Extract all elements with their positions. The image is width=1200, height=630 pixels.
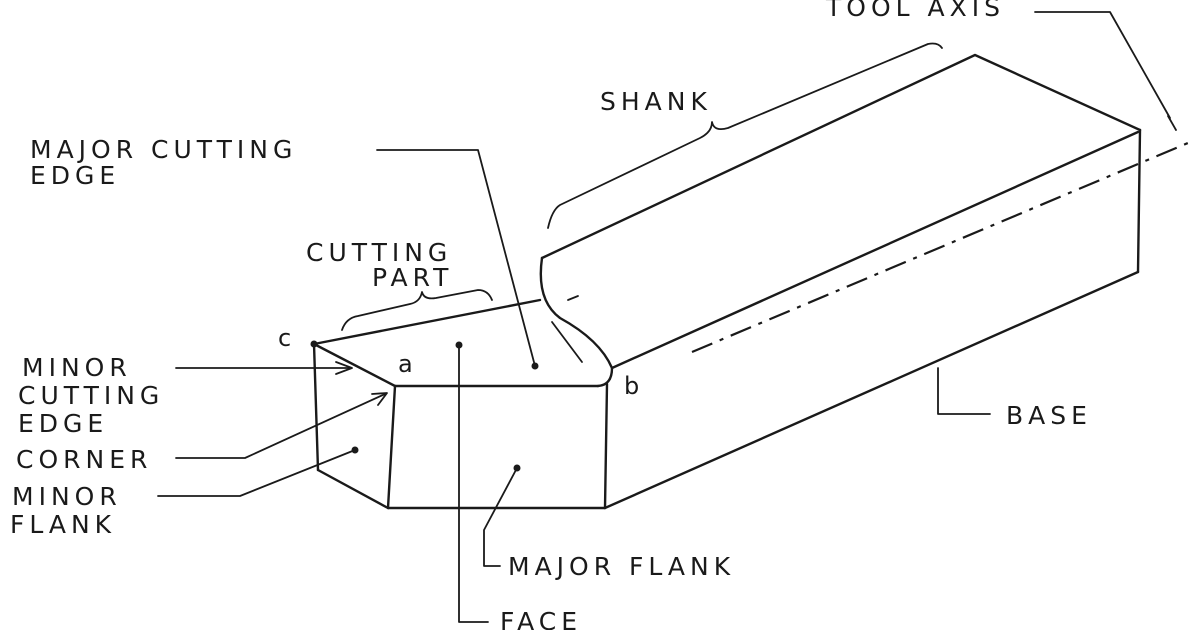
label-major-flank: MAJOR FLANK [508,552,735,581]
label-face: FACE [500,607,582,630]
label-tool-axis: TOOL AXIS [825,0,1005,22]
tool-axis-line [691,138,1196,354]
leader-lines [157,11,1177,623]
chip-line-1 [551,321,583,363]
corner-edge-a [386,384,397,510]
point-c-label: c [278,324,291,352]
label-shank: SHANK [600,87,712,116]
label-minor-cutting-edge-line3: EDGE [18,409,108,438]
point-b-label: b [624,372,639,400]
label-minor-flank-line2: FLANK [10,510,116,539]
label-cutting-part-line2: PART [372,263,453,292]
face-transition [539,256,614,388]
shank-side-edge [610,130,1140,370]
shank-back-edge [1136,128,1142,274]
label-minor-flank-line1: MINOR [12,482,122,511]
point-c-dot [310,340,318,348]
front-edge-b [603,382,609,510]
point-a-label: a [398,350,413,378]
tool-body [312,53,1142,510]
minor-cutting-edge [312,342,397,388]
label-cutting-part-line1: CUTTING [306,238,452,267]
label-major-cutting-edge-line1: MAJOR CUTTING [30,135,297,164]
label-minor-cutting-edge-line2: CUTTING [18,381,164,410]
rake-top-edge [312,298,542,346]
minor-flank-left-edge [312,342,320,472]
label-corner: CORNER [16,445,152,474]
base-edge [603,270,1140,510]
label-minor-cutting-edge-line1: MINOR [22,353,132,382]
shank-top-edge [540,53,1142,260]
chip-line-2 [567,295,579,301]
label-base: BASE [1006,401,1092,430]
label-major-cutting-edge-line2: EDGE [30,161,120,190]
minor-flank-bottom-edge [316,468,390,510]
